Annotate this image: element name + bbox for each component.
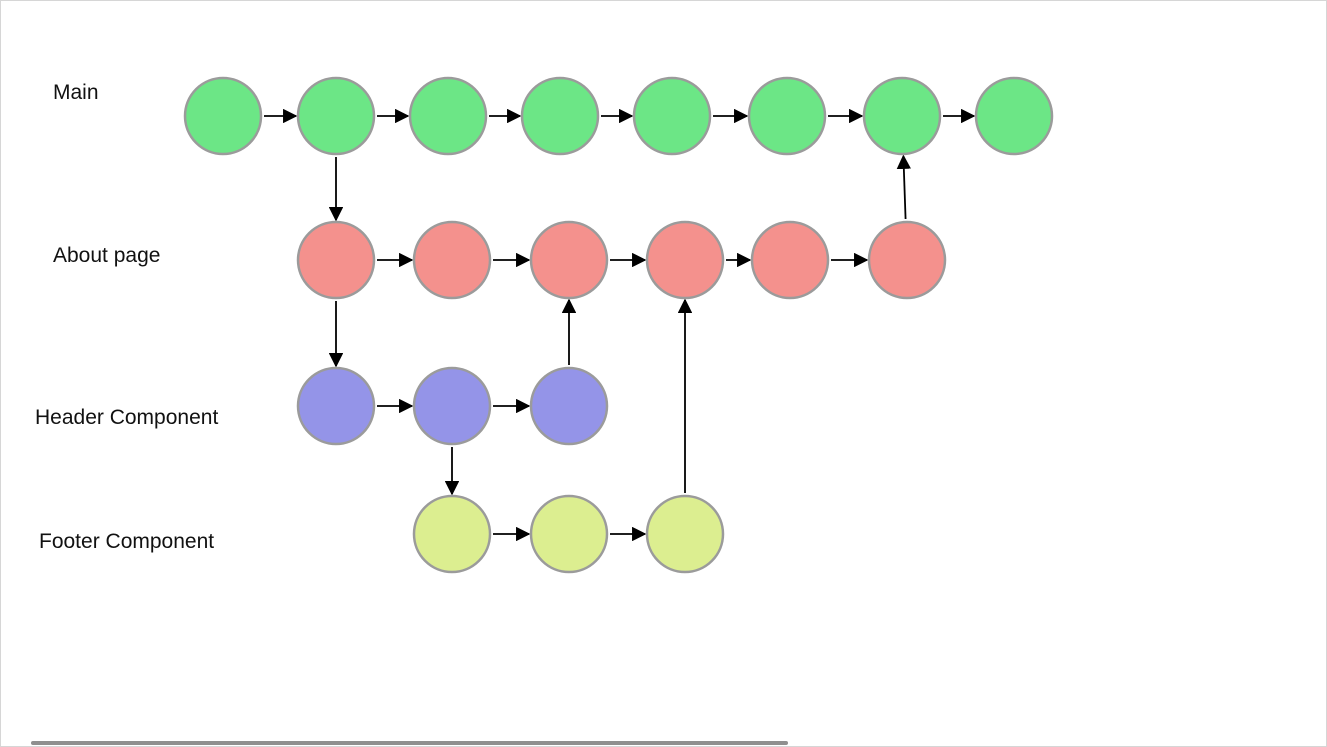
commit-node-footer-0 [412, 494, 492, 574]
commit-node-header-1 [412, 366, 492, 446]
commit-node-about-1 [412, 220, 492, 300]
branch-label-main: Main [53, 81, 99, 104]
commit-node-about-0 [296, 220, 376, 300]
commit-node-footer-1 [529, 494, 609, 574]
commit-node-main-7 [974, 76, 1054, 156]
commit-node-about-5 [867, 220, 947, 300]
commit-node-about-4 [750, 220, 830, 300]
commit-node-header-0 [296, 366, 376, 446]
commit-node-main-0 [183, 76, 263, 156]
commit-node-main-2 [408, 76, 488, 156]
commit-node-main-4 [632, 76, 712, 156]
commit-node-main-5 [747, 76, 827, 156]
commit-node-header-2 [529, 366, 609, 446]
branch-label-about: About page [53, 244, 160, 267]
commit-node-main-3 [520, 76, 600, 156]
commit-node-main-6 [862, 76, 942, 156]
horizontal-scrollbar[interactable] [31, 741, 788, 745]
branch-link-arrow [896, 154, 912, 220]
branch-label-header: Header Component [35, 406, 218, 429]
commit-node-about-2 [529, 220, 609, 300]
commit-node-about-3 [645, 220, 725, 300]
commit-node-footer-2 [645, 494, 725, 574]
commit-node-main-1 [296, 76, 376, 156]
branch-label-footer: Footer Component [39, 530, 214, 553]
